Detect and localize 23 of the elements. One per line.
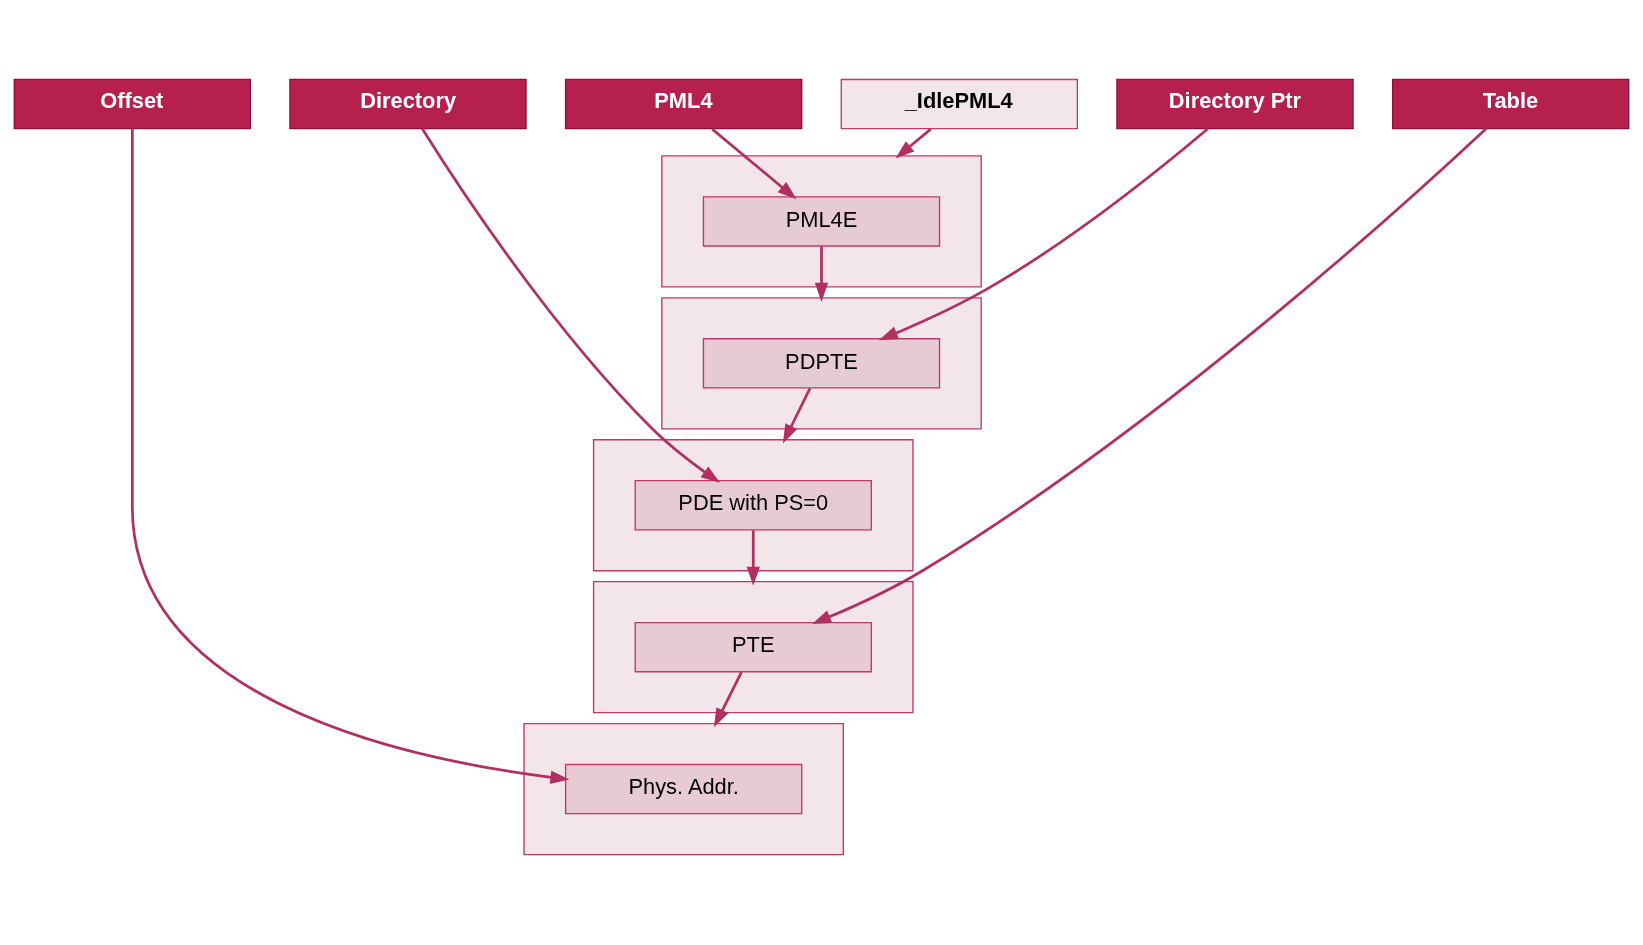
node-box: Phys. Addr.: [564, 763, 803, 815]
node-box: PTE: [634, 621, 872, 673]
arrow: [713, 671, 743, 728]
node-box: PML4: [564, 78, 803, 130]
node-box: PDE with PS=0: [634, 480, 872, 531]
arrow: [130, 128, 570, 784]
arrow: [421, 128, 721, 483]
node-box: Directory Ptr: [1116, 78, 1354, 130]
node-box: _IdlePML4: [840, 78, 1079, 130]
arrow: [895, 128, 932, 159]
arrow: [782, 387, 812, 444]
node-box: PML4E: [702, 196, 941, 247]
node-box: PDPTE: [702, 338, 941, 389]
arrow: [711, 128, 797, 200]
node-box: Table: [1391, 78, 1630, 130]
arrow: [814, 246, 829, 302]
arrow: [878, 127, 1209, 341]
node-box: Directory: [289, 78, 527, 130]
node-box: Offset: [13, 78, 252, 130]
arrow: [746, 530, 760, 586]
cluster: [523, 722, 844, 856]
cluster: [592, 439, 914, 572]
arrow: [812, 127, 1487, 625]
